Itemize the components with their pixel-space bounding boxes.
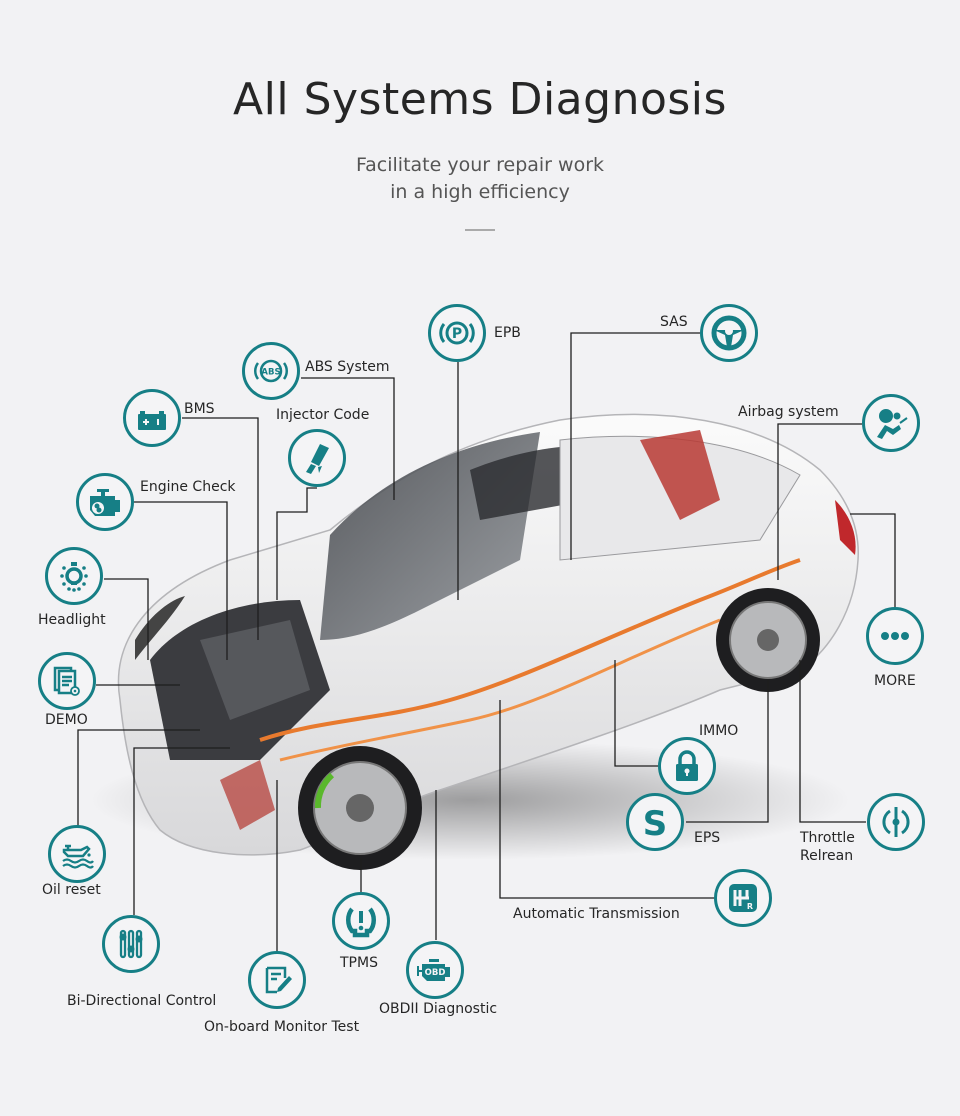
airbag-button[interactable] — [862, 394, 920, 452]
throttle-label: Throttle Relrean — [800, 829, 855, 865]
gear-shift-icon: R — [729, 884, 757, 912]
sas-button[interactable] — [700, 304, 758, 362]
more-icon — [881, 632, 909, 640]
airbag-icon — [877, 409, 908, 439]
epb-label: EPB — [494, 325, 521, 341]
parking-brake-icon: P — [439, 321, 475, 345]
tpms-label: TPMS — [340, 955, 378, 971]
abs-icon: ABS — [254, 359, 288, 383]
svg-text:S: S — [643, 804, 668, 842]
tpms-button[interactable] — [332, 892, 390, 950]
bms-label: BMS — [184, 401, 215, 417]
more-label: MORE — [874, 673, 916, 689]
injector-button[interactable] — [288, 429, 346, 487]
airbag-label: Airbag system — [738, 404, 839, 420]
abs-button[interactable]: ABS — [242, 342, 300, 400]
obd-engine-icon: OBD — [417, 959, 450, 981]
oil-can-icon — [62, 844, 94, 869]
svg-text:ABS: ABS — [261, 368, 280, 378]
bi-directional-control-label: Bi-Directional Control — [67, 993, 217, 1009]
injector-icon — [306, 444, 329, 474]
engine-check-button[interactable] — [76, 473, 134, 531]
lock-icon — [676, 750, 698, 781]
subtitle-line-1: Facilitate your repair work — [355, 154, 605, 176]
svg-text:P: P — [452, 326, 462, 342]
steering-wheel-icon — [711, 315, 747, 351]
throttle-label-line-2: Relrean — [800, 848, 854, 864]
eps-label: EPS — [694, 830, 721, 846]
document-gear-icon — [53, 666, 80, 696]
epb-button[interactable]: P — [428, 304, 486, 362]
engine-check-label: Engine Check — [140, 479, 236, 495]
oil-reset-button[interactable] — [48, 825, 106, 883]
throttle-label-line-1: Throttle — [800, 830, 855, 846]
bi-directional-control-button[interactable] — [102, 915, 160, 973]
immo-label: IMMO — [699, 723, 739, 739]
on-board-monitor-test-button[interactable] — [248, 951, 306, 1009]
svg-text:OBD: OBD — [425, 968, 446, 978]
obdii-diagnostic-label: OBDII Diagnostic — [379, 1001, 498, 1017]
page-title: All Systems Diagnosis — [233, 74, 727, 125]
throttle-icon — [882, 807, 910, 837]
eps-button[interactable]: S — [626, 793, 684, 851]
svg-text:R: R — [747, 902, 753, 911]
demo-label: DEMO — [45, 712, 88, 728]
headlight-label: Headlight — [38, 612, 106, 628]
edit-document-icon — [265, 966, 292, 994]
demo-button[interactable] — [38, 652, 96, 710]
injector-label: Injector Code — [276, 407, 370, 423]
eps-icon: S — [643, 804, 668, 842]
battery-icon — [138, 411, 166, 430]
headlight-icon — [60, 562, 88, 592]
title-divider — [465, 229, 495, 231]
throttle-button[interactable] — [867, 793, 925, 851]
obdii-diagnostic-button[interactable]: OBD — [406, 941, 464, 999]
headlight-button[interactable] — [45, 547, 103, 605]
tire-pressure-icon — [346, 907, 376, 938]
engine-icon — [90, 489, 120, 516]
oil-reset-label: Oil reset — [42, 882, 101, 898]
page-subtitle: Facilitate your repair work in a high ef… — [0, 152, 960, 206]
sliders-icon — [119, 929, 143, 959]
abs-label: ABS System — [305, 359, 390, 375]
immo-button[interactable] — [658, 737, 716, 795]
on-board-monitor-test-label: On-board Monitor Test — [204, 1019, 360, 1035]
bms-button[interactable] — [123, 389, 181, 447]
sas-label: SAS — [660, 314, 688, 330]
more-button[interactable] — [866, 607, 924, 665]
subtitle-line-2: in a high efficiency — [390, 181, 570, 203]
automatic-transmission-label: Automatic Transmission — [513, 906, 680, 922]
automatic-transmission-button[interactable]: R — [714, 869, 772, 927]
